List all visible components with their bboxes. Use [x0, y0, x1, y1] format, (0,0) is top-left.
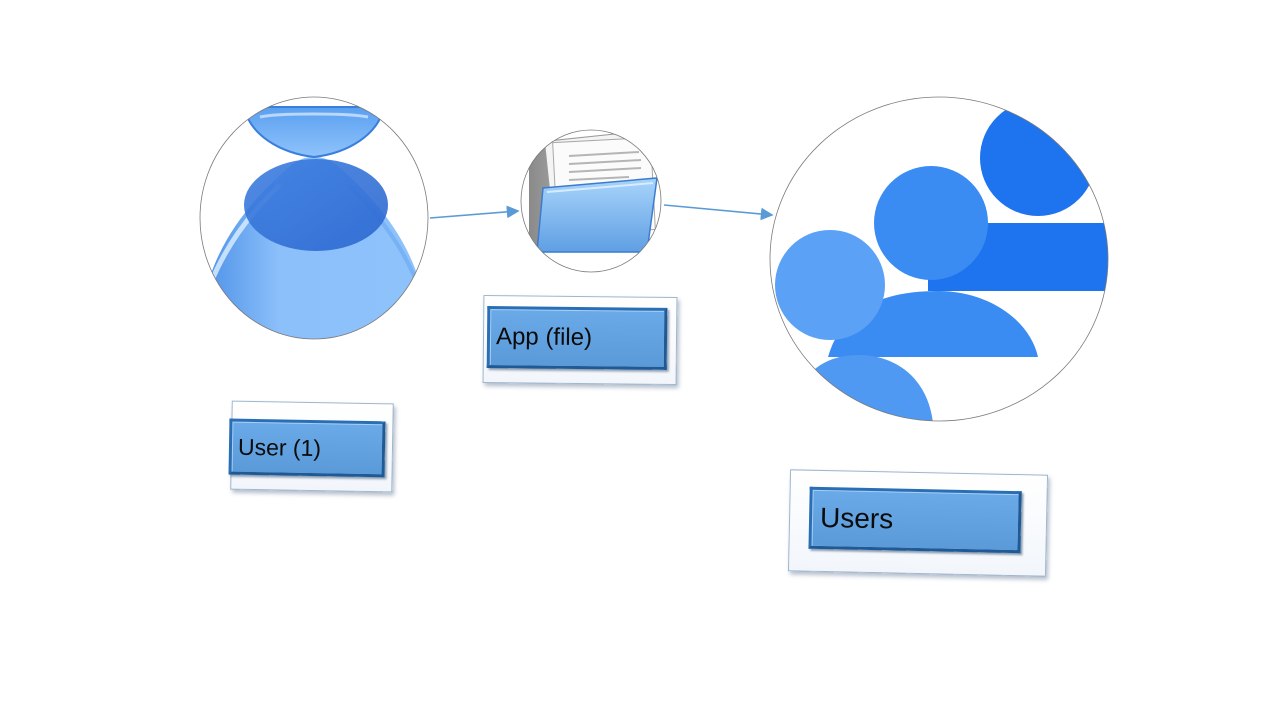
app-label-frame: App (file)	[482, 294, 678, 386]
user-label-text: User (1)	[237, 433, 322, 461]
user-icon	[199, 96, 429, 340]
arrow-app-to-users	[663, 204, 774, 221]
users-label: Users	[808, 486, 1022, 554]
users-group-icon	[769, 96, 1109, 422]
folder-icon	[520, 129, 662, 273]
user-label: User (1)	[228, 418, 386, 478]
users-label-text: Users	[819, 501, 894, 535]
arrow-user-to-app	[429, 205, 520, 219]
user-label-frame: User (1)	[228, 400, 394, 493]
users-label-frame: Users	[787, 469, 1049, 577]
app-label: App (file)	[486, 306, 668, 370]
app-label-text: App (file)	[495, 323, 593, 352]
